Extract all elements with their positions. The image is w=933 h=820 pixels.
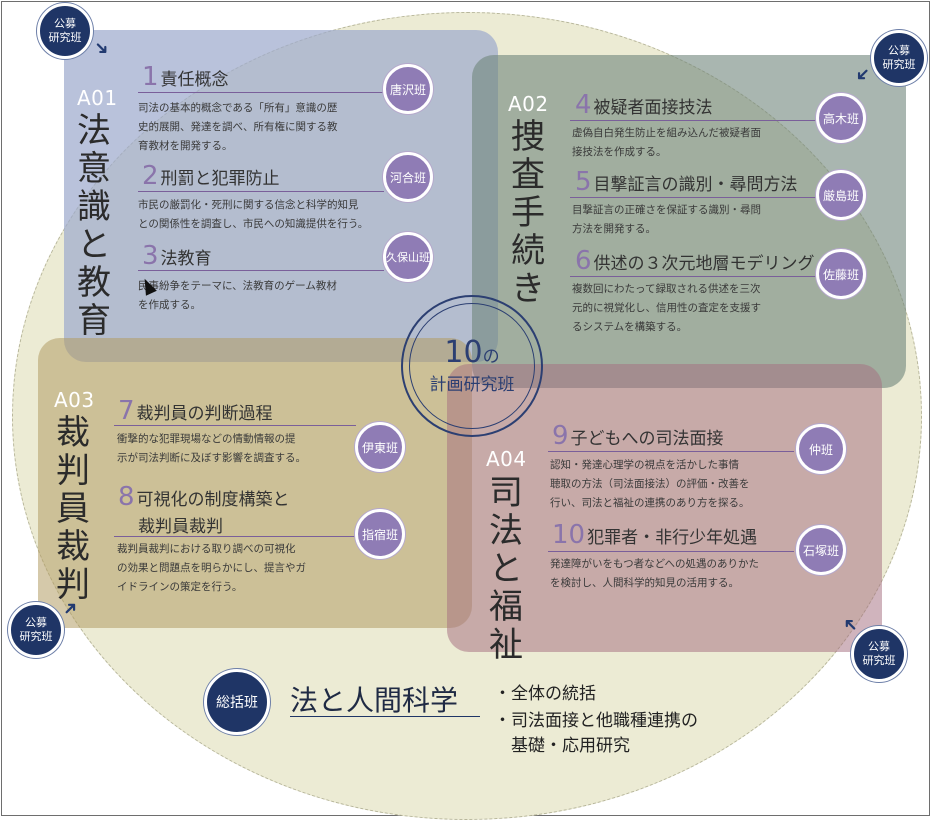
item-6-description: 複数回にわたって録取される供述を三次 元的に視覚化し、信用性の査定を支援す るシ… xyxy=(572,283,761,333)
kobo-badge-line2: 研究班 xyxy=(48,31,82,44)
hq-underline xyxy=(290,716,480,717)
item-10-description: 発達障がいをもつ者などへの処遇のありかた を検討し、人間科学的知見の活用する。 xyxy=(550,558,760,589)
item-7-number: 7 xyxy=(118,396,135,426)
kobo-badge-line1: 公募 xyxy=(868,640,890,653)
item-7-underline xyxy=(114,425,356,426)
kobo-badge-line1: 公募 xyxy=(54,17,76,30)
center-number-digits: 10 xyxy=(444,335,483,370)
item-5-description: 目撃証言の正確さを保証する識別・尋問 方法を開発する。 xyxy=(572,204,761,235)
center-number-suffix: の xyxy=(482,347,500,367)
kobo-badge-top-right[interactable]: 公募 研究班 xyxy=(871,30,927,86)
item-2-description: 市民の厳罰化・死刑に関する信念と科学的知見 との関係性を調査し、市民への知識提供… xyxy=(138,199,369,230)
team-itsukushima-button[interactable]: 厳島班 xyxy=(816,170,866,220)
group-a02-title: 捜査手続き xyxy=(511,117,545,309)
item-4-underline xyxy=(570,120,818,121)
item-8-description: 裁判員裁判における取り調べの可視化 の効果と問題点を明らかにし、提言やガ イドラ… xyxy=(117,543,306,593)
group-a01-title: 法意識と教育 xyxy=(77,111,111,341)
item-9-description: 認知・発達心理学の視点を活かした事情 聴取の方法（司法面接法）の評価・改善を 行… xyxy=(550,459,750,509)
center-label: 計画研究班 xyxy=(429,375,515,395)
item-2-title-text: 刑罰と犯罪防止 xyxy=(160,169,280,189)
item-2-underline xyxy=(138,191,384,192)
team-karasawa-button[interactable]: 唐沢班 xyxy=(383,64,433,114)
item-10-underline xyxy=(548,551,794,552)
item-6-underline xyxy=(570,276,818,277)
hq-title: 法と人間科学 xyxy=(290,684,459,717)
team-kuboyama-button[interactable]: 久保山班 xyxy=(383,232,433,282)
item-1-title-text: 責任概念 xyxy=(160,70,229,90)
item-6-number: 6 xyxy=(575,246,592,276)
group-a03-title: 裁判員裁判 xyxy=(56,413,90,605)
group-a03-code: A03 xyxy=(54,388,95,412)
item-7-title-text: 裁判員の判断過程 xyxy=(136,404,273,424)
hq-bullet-3: 基礎・応用研究 xyxy=(511,736,630,756)
hq-bullet-1: ・全体の統括 xyxy=(494,684,596,704)
group-a02-code: A02 xyxy=(508,92,549,116)
center-emblem: 10の 計画研究班 xyxy=(401,295,543,437)
item-4-description: 虚偽自白発生防止を組み込んだ被疑者面 接技法を作成する。 xyxy=(572,127,761,158)
item-9-underline xyxy=(548,451,794,452)
kobo-badge-line2: 研究班 xyxy=(882,58,916,71)
item-9-number: 9 xyxy=(552,421,569,451)
team-ito-button[interactable]: 伊東班 xyxy=(355,422,405,472)
kobo-badge-line2: 研究班 xyxy=(19,630,53,643)
item-8-title-text: 可視化の制度構築と xyxy=(136,490,290,510)
kobo-badge-line2: 研究班 xyxy=(862,654,896,667)
item-1-underline xyxy=(138,92,384,93)
item-5-underline xyxy=(570,197,818,198)
kobo-badge-line1: 公募 xyxy=(25,616,47,629)
kobo-badge-bottom-right[interactable]: 公募 研究班 xyxy=(851,626,907,682)
item-3-description: 民事紛争をテーマに、法教育のゲーム教材 を作成する。 xyxy=(138,280,337,311)
item-3-underline xyxy=(138,270,384,271)
item-9-title-text: 子どもへの司法面接 xyxy=(570,429,724,449)
kobo-badge-line1: 公募 xyxy=(888,44,910,57)
item-1-description: 司法の基本的概念である「所有」意識の歴 史的展開、発達を調べ、所有権に関する教 … xyxy=(138,102,338,152)
group-a01-code: A01 xyxy=(77,86,118,110)
item-8-number: 8 xyxy=(118,482,135,512)
item-3-title-text: 法教育 xyxy=(160,249,212,269)
item-7-description: 衝撃的な犯罪現場などの情動情報の提 示が司法判断に及ぼす影響を調査する。 xyxy=(117,433,306,464)
team-naka-button[interactable]: 仲班 xyxy=(796,424,846,474)
item-10-title-text: 犯罪者・非行少年処遇 xyxy=(587,528,758,548)
item-5-number: 5 xyxy=(575,167,592,197)
group-a04-title: 司法と福祉 xyxy=(489,473,523,665)
team-kawai-button[interactable]: 河合班 xyxy=(383,152,433,202)
item-1-number: 1 xyxy=(142,62,159,92)
item-6-title-text: 供述の３次元地層モデリング xyxy=(593,254,815,274)
item-8-title-line2: 裁判員裁判 xyxy=(138,517,223,537)
item-4-title-text: 被疑者面接技法 xyxy=(593,98,713,118)
item-3-number: 3 xyxy=(142,241,159,271)
hq-bullet-2: ・司法面接と他職種連携の xyxy=(494,711,698,731)
item-4-number: 4 xyxy=(575,90,592,120)
item-10-number: 10 xyxy=(552,520,586,550)
kobo-badge-top-left[interactable]: 公募 研究班 xyxy=(37,3,93,59)
team-takagi-button[interactable]: 高木班 xyxy=(816,93,866,143)
center-emblem-inner: 10の 計画研究班 xyxy=(409,303,535,429)
item-2-number: 2 xyxy=(142,161,159,191)
item-5-title-text: 目撃証言の識別・尋問方法 xyxy=(593,175,798,195)
group-a04-code: A04 xyxy=(486,447,527,471)
team-ibusuki-button[interactable]: 指宿班 xyxy=(355,509,405,559)
team-sato-button[interactable]: 佐藤班 xyxy=(816,249,866,299)
hq-team-badge[interactable]: 総括班 xyxy=(204,669,270,735)
team-ishizuka-button[interactable]: 石塚班 xyxy=(796,525,846,575)
center-number: 10の xyxy=(444,336,499,374)
kobo-badge-bottom-left[interactable]: 公募 研究班 xyxy=(8,602,64,658)
item-8-underline xyxy=(114,536,356,537)
group-a03-panel xyxy=(38,338,472,628)
